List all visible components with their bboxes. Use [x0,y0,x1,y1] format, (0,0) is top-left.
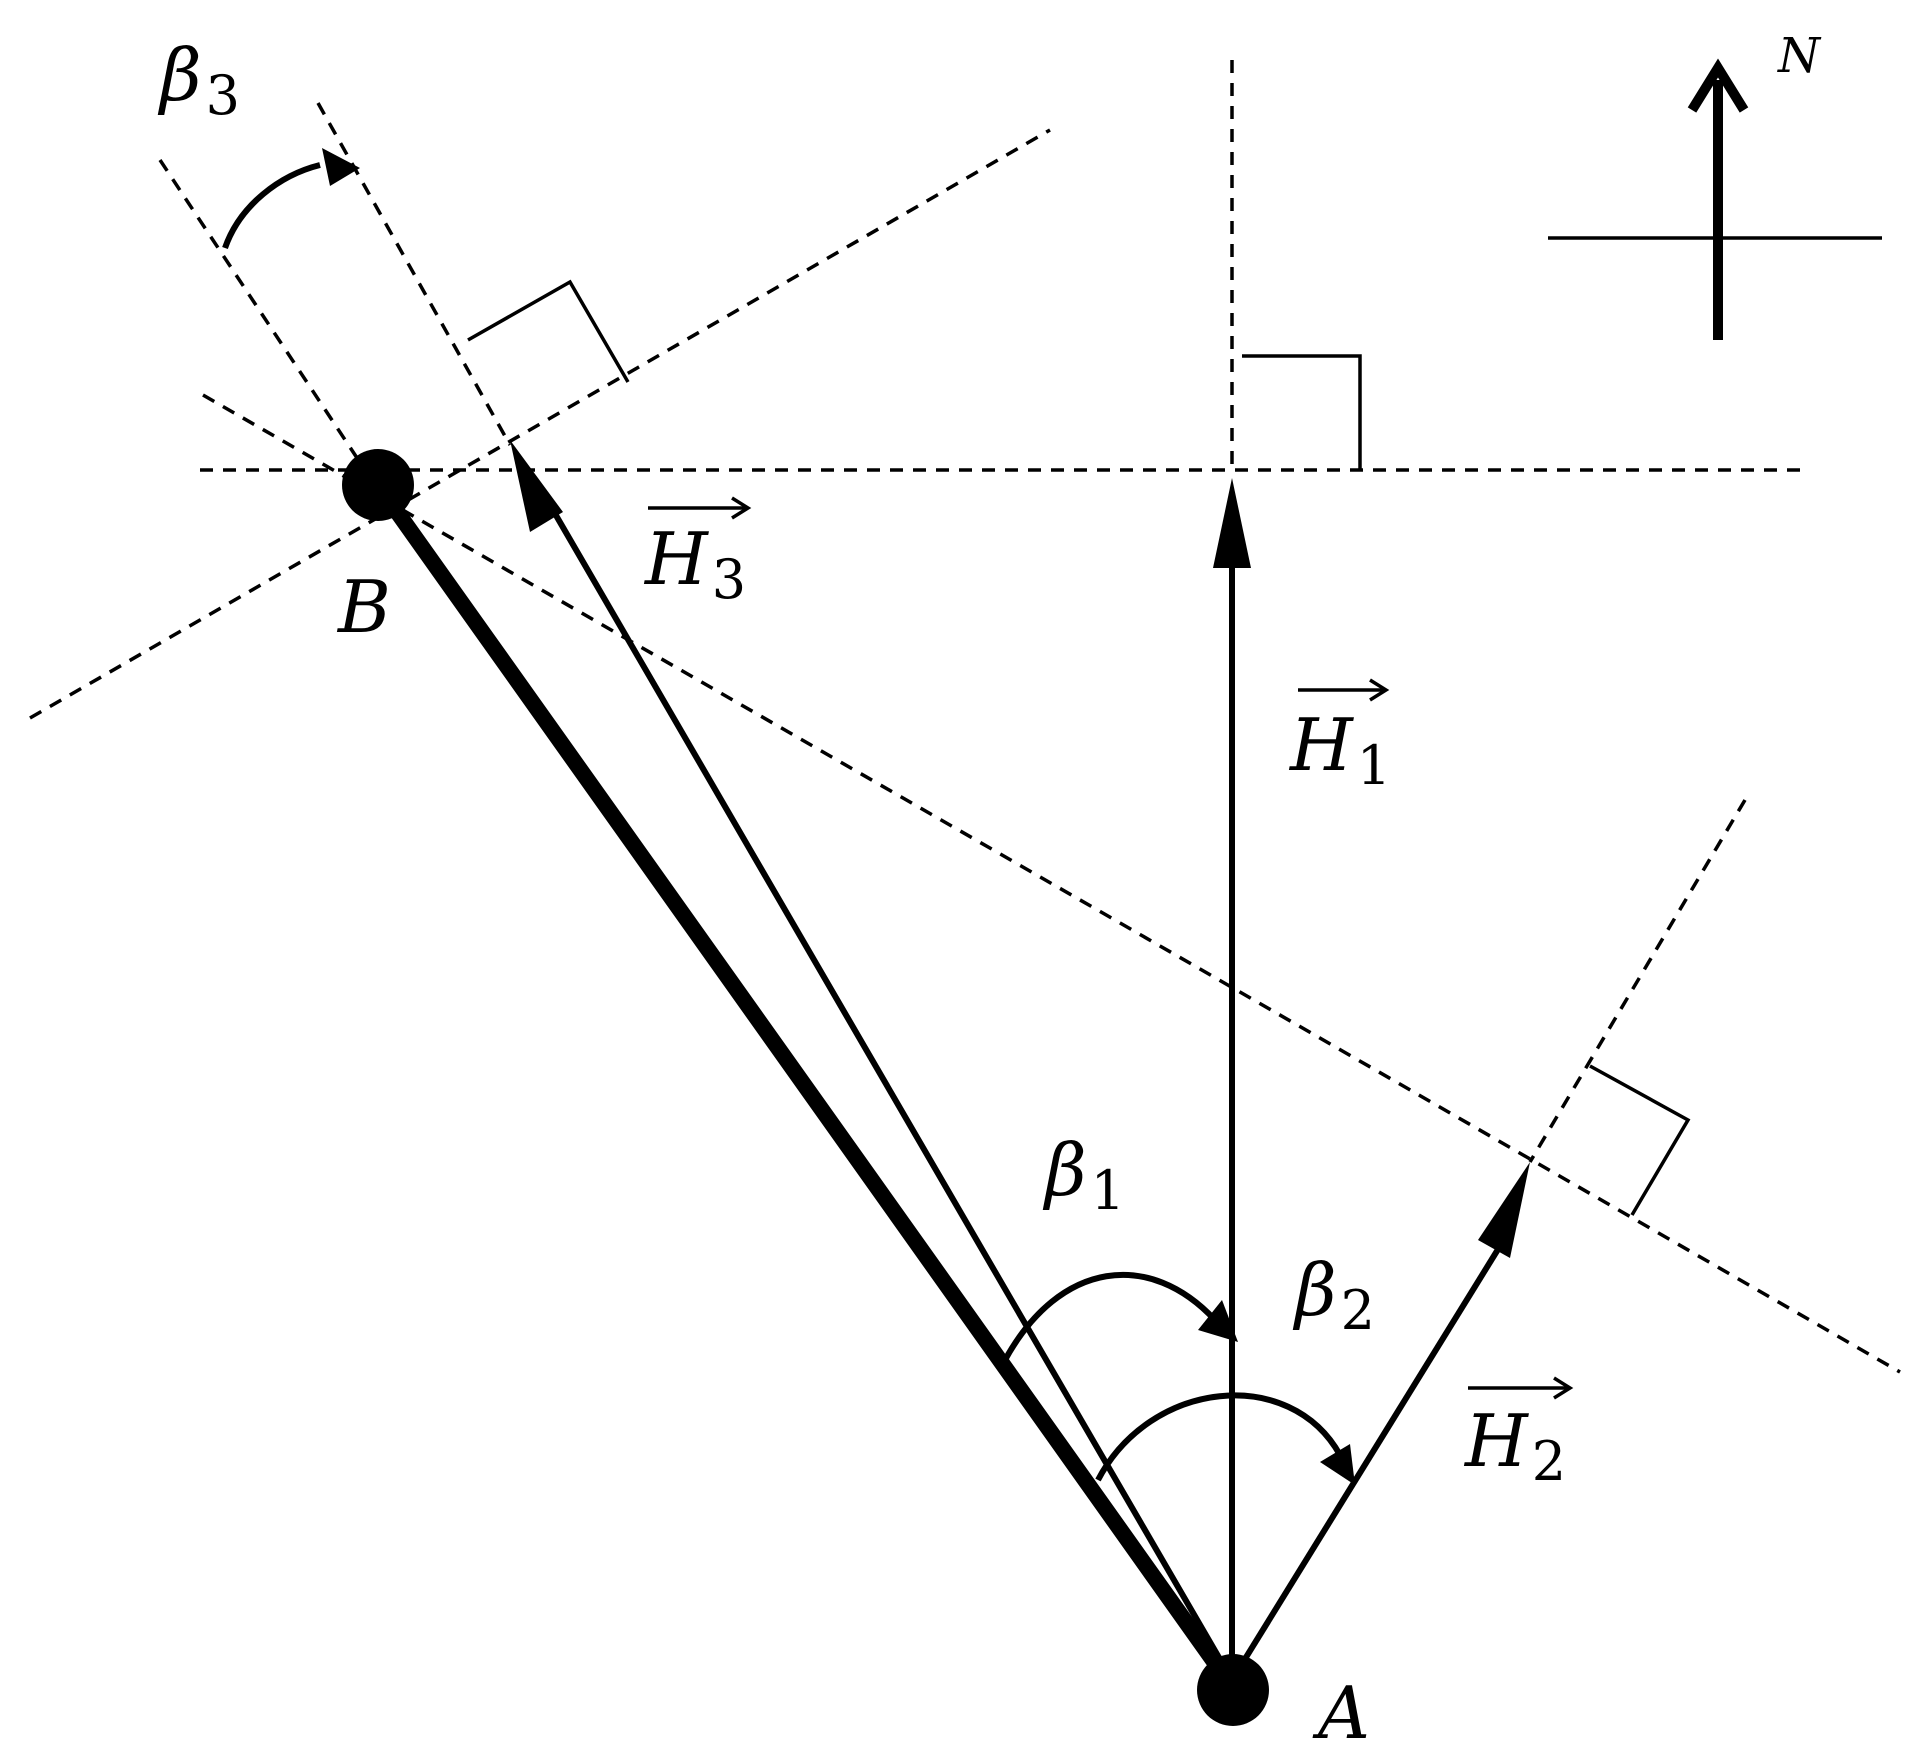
angle-b1-label: β1 [1042,1128,1125,1222]
angle-b1-sub: 1 [1091,1159,1125,1222]
dashed-line-north-reference-at-b [158,159,367,471]
dashed-line-through-b-to-h2-tip [202,393,1901,1374]
angle-b3-base: β [157,33,202,117]
svg-text:H2: H2 [1463,1399,1566,1493]
angle-arc-b1 [1002,1271,1238,1362]
label-h2: H2 [1463,1376,1574,1493]
right-angle-marker-h3 [467,279,630,383]
svg-text:H1: H1 [1288,703,1391,797]
label-h1: H1 [1288,678,1391,797]
dashed-line-perpendicular-at-h2-tip [1528,799,1747,1163]
right-angle-marker-h1 [1242,354,1362,470]
label-h3-sub: 3 [712,548,746,611]
construction-lines [29,60,1901,1374]
right-angle-marker-h2 [1589,1064,1691,1216]
arrowhead-h2 [1478,1162,1530,1258]
angle-arc-b3 [222,148,360,250]
angle-b3-sub: 3 [206,64,240,127]
svg-text:H3: H3 [643,517,746,611]
angle-b2-sub: 2 [1341,1279,1375,1342]
angle-b3-label: β3 [157,33,240,127]
vector-h2 [1229,1162,1530,1682]
point-b [342,449,414,521]
dashed-line-along-h3-direction [316,102,512,446]
vector-h1 [1213,478,1251,1680]
arrowhead-h3 [510,440,563,532]
label-h1-base: H [1288,703,1354,787]
label-h3: H3 [643,496,752,611]
angle-b1-base: β [1042,1128,1087,1212]
label-h1-sub: 1 [1357,734,1391,797]
compass-arrowhead-icon [1687,58,1749,113]
compass-north-label: N [1777,28,1822,84]
label-h2-sub: 2 [1532,1430,1566,1493]
point-b-label: B [336,565,391,649]
arrowhead-h1 [1213,478,1251,568]
vector-h3 [510,440,1235,1682]
label-h3-base: H [643,517,709,601]
right-angle-markers [467,279,1691,1216]
point-a-label: A [1312,1671,1370,1754]
point-a [1197,1654,1269,1726]
angle-b2-base: β [1292,1248,1337,1332]
angle-b2-label: β2 [1292,1248,1375,1342]
angle-arc-b2 [1095,1392,1355,1485]
compass: N [1548,28,1882,340]
dashed-line-perpendicular-at-h3-tip [29,128,1051,720]
label-h2-base: H [1463,1399,1529,1483]
segment-ab [370,477,1228,1678]
